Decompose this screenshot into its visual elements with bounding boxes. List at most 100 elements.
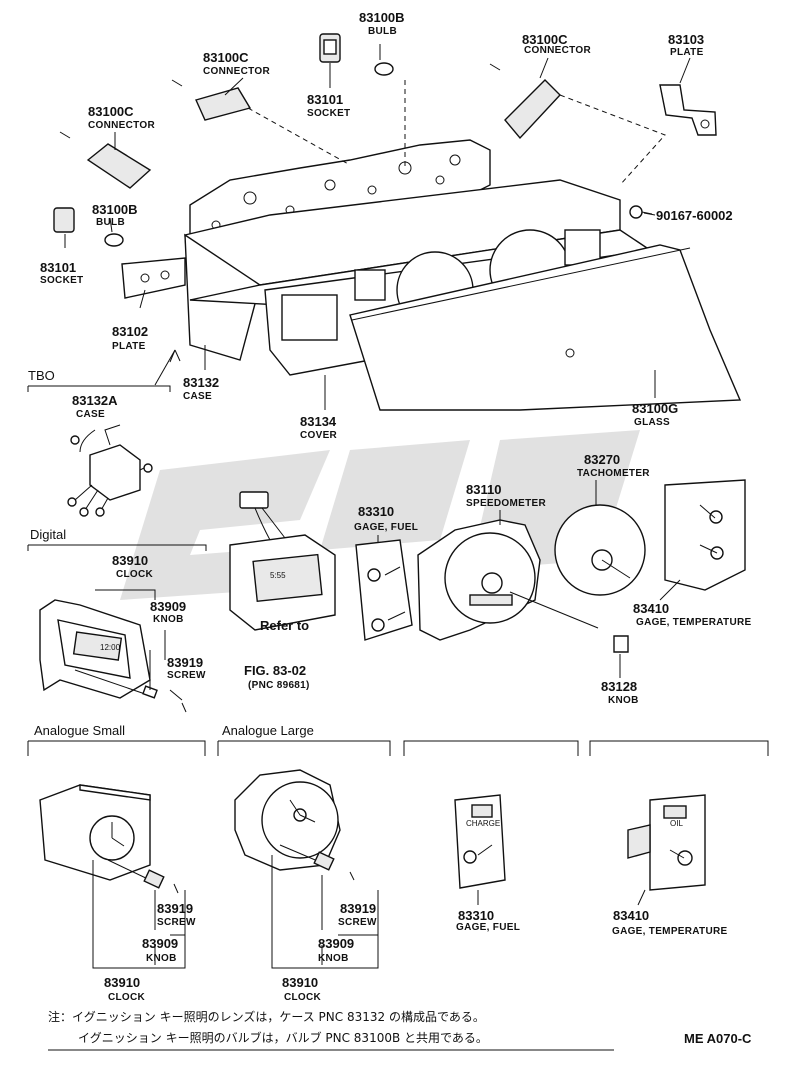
analogue-small-leaders <box>92 860 186 969</box>
label-83100g-name: GLASS <box>634 417 670 428</box>
temperature-gage-bottom: OIL <box>627 794 706 891</box>
trip-shaft <box>509 591 599 629</box>
label-83410-b-name: GAGE, TEMPERATURE <box>612 926 728 937</box>
label-83101-left-num: 83101 <box>40 260 76 275</box>
analogue-large-bracket <box>217 740 391 756</box>
label-83310-name: GAGE, FUEL <box>354 522 418 533</box>
plate-83102 <box>121 257 186 299</box>
label-83132-name: CASE <box>183 391 212 402</box>
figure-code: ME A070-C <box>684 1031 752 1046</box>
bottom-fuel-bracket <box>403 740 579 756</box>
label-83134-num: 83134 <box>300 414 337 429</box>
section-analogue-large: Analogue Large <box>222 723 314 738</box>
label-83100g-num: 83100G <box>632 401 678 416</box>
label-83128-name: KNOB <box>608 695 639 706</box>
label-83103-name: PLATE <box>670 47 704 58</box>
note-line1: 注：イグニッション キー照明のレンズは，ケース PNC 83132 の構成品であ… <box>48 1009 485 1024</box>
socket-top <box>319 33 341 63</box>
label-83910-al-name: CLOCK <box>284 992 322 1003</box>
main-case-assembly <box>184 139 742 411</box>
label-83100b-top-name: BULB <box>368 26 397 37</box>
fuel-gage-bottom: CHARGE <box>454 794 506 889</box>
label-83919-d-num: 83919 <box>167 655 203 670</box>
temperature-gage <box>664 479 746 591</box>
temp-b-leader <box>637 889 646 906</box>
label-83410-name: GAGE, TEMPERATURE <box>636 617 752 628</box>
label-83101-top-num: 83101 <box>307 92 343 107</box>
label-83919-d-name: SCREW <box>167 670 206 681</box>
label-83410-num: 83410 <box>633 601 669 616</box>
label-83919-al-num: 83919 <box>340 901 376 916</box>
label-83101-left-name: SOCKET <box>40 275 83 286</box>
label-83100c-right-name: CONNECTOR <box>524 45 591 56</box>
clock-analogue-small <box>39 784 179 894</box>
clock-analogue-large <box>234 769 355 881</box>
digital-leaders <box>95 589 183 701</box>
analogue-large-leaders <box>271 855 379 969</box>
clock-digital-display: 12:00 <box>100 643 121 652</box>
connector-right <box>489 63 561 140</box>
label-83101-top-name: SOCKET <box>307 108 350 119</box>
charge-label: CHARGE <box>466 819 500 828</box>
label-83910-as-num: 83910 <box>104 975 140 990</box>
digital-bracket <box>27 544 207 551</box>
case-83132a <box>67 424 153 517</box>
label-83919-al-name: SCREW <box>338 917 377 928</box>
label-83909-d-num: 83909 <box>150 599 186 614</box>
refer-line3: (PNC 89681) <box>248 680 310 691</box>
label-83910-d-name: CLOCK <box>116 569 154 580</box>
temp-leader <box>659 579 681 601</box>
label-83910-d-num: 83910 <box>112 553 148 568</box>
fuel-gage <box>355 539 413 641</box>
knob-83128 <box>613 635 629 653</box>
label-83100c-top-num: 83100C <box>203 50 249 65</box>
label-83100c-top-name: CONNECTOR <box>203 66 270 77</box>
label-83134-name: COVER <box>300 430 338 441</box>
label-83132a-num: 83132A <box>72 393 118 408</box>
label-83270-name: TACHOMETER <box>577 468 650 479</box>
label-83410-b-num: 83410 <box>613 908 649 923</box>
label-83110-num: 83110 <box>466 482 501 497</box>
label-83310-b-num: 83310 <box>458 908 494 923</box>
label-83100c-right-num: 83100C <box>522 32 568 47</box>
refer-line1: Refer to <box>260 618 309 633</box>
label-83919-as-num: 83919 <box>157 901 193 916</box>
label-83270-num: 83270 <box>584 452 620 467</box>
section-tbo: TBO <box>28 368 55 383</box>
socket-left <box>53 207 75 233</box>
section-digital: Digital <box>30 527 66 542</box>
label-83909-as-num: 83909 <box>142 936 178 951</box>
label-83909-d-name: KNOB <box>153 614 184 625</box>
label-83100b-left-name: BULB <box>96 217 125 228</box>
label-90167: 90167-60002 <box>656 208 733 223</box>
lcd-digits: 5:55 <box>270 571 286 580</box>
label-83919-as-name: SCREW <box>157 917 196 928</box>
tachometer <box>554 504 646 596</box>
lcd-unit: 5:55 <box>229 491 336 631</box>
analogue-small-bracket <box>27 740 206 756</box>
note-line2: イグニッション キー照明のバルブは，バルブ PNC 83100B と共用である。 <box>78 1030 488 1045</box>
label-83100b-top-num: 83100B <box>359 10 405 25</box>
tbo-bracket <box>27 385 171 392</box>
label-83132a-name: CASE <box>76 409 105 420</box>
label-83100b-left-num: 83100B <box>92 202 138 217</box>
label-83310-num: 83310 <box>358 504 394 519</box>
section-analogue-small: Analogue Small <box>34 723 125 738</box>
label-83310-b-name: GAGE, FUEL <box>456 922 520 933</box>
refer-line2: FIG. 83-02 <box>244 663 306 678</box>
bottom-temp-bracket <box>589 740 769 756</box>
label-83909-al-num: 83909 <box>318 936 354 951</box>
clock-digital: 12:00 <box>39 599 187 713</box>
speedometer <box>417 519 541 641</box>
label-83128-num: 83128 <box>601 679 637 694</box>
label-83909-as-name: KNOB <box>146 953 177 964</box>
bulb-top <box>374 62 394 76</box>
label-83100c-left-num: 83100C <box>88 104 134 119</box>
leader-lines-top <box>64 44 691 410</box>
plate-83103 <box>659 84 717 136</box>
connector-top <box>171 79 252 121</box>
label-83103-num: 83103 <box>668 32 704 47</box>
screw-90167 <box>629 205 653 219</box>
label-83910-al-num: 83910 <box>282 975 318 990</box>
